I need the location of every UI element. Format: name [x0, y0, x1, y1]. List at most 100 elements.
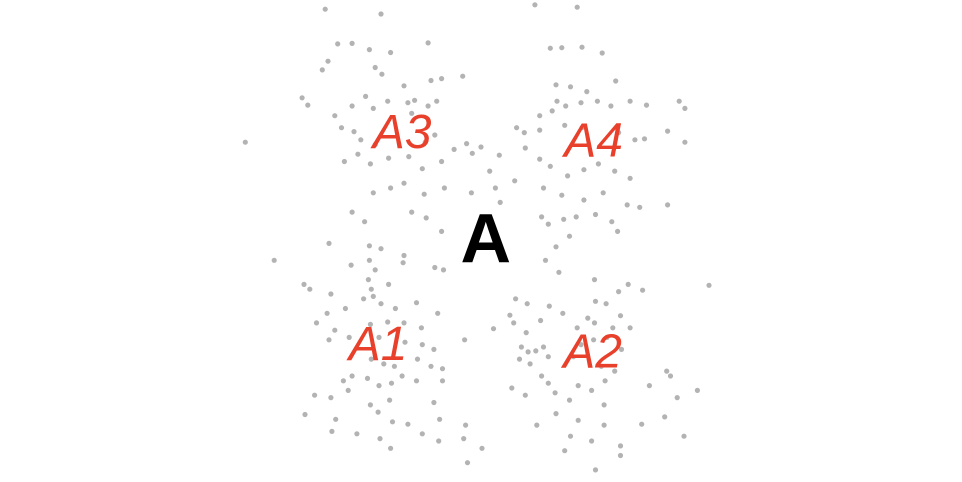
data-point: [385, 98, 391, 104]
data-point: [676, 98, 682, 104]
data-point: [578, 100, 584, 106]
data-point: [401, 180, 407, 186]
data-point: [565, 173, 571, 179]
data-point: [559, 192, 565, 198]
data-point: [325, 58, 331, 64]
data-point: [514, 125, 520, 131]
data-point: [313, 320, 320, 326]
data-point: [665, 202, 671, 208]
data-point: [563, 103, 569, 109]
data-point: [401, 252, 407, 259]
data-point: [431, 346, 437, 352]
data-point: [602, 378, 608, 384]
points-layer: [242, 2, 712, 473]
data-point: [372, 64, 378, 71]
data-point: [556, 269, 562, 275]
cluster-label-a2: A2: [560, 325, 622, 378]
data-point: [618, 346, 625, 352]
data-point: [322, 6, 328, 12]
data-point: [592, 211, 599, 218]
data-point: [388, 380, 395, 386]
data-point: [594, 98, 601, 104]
data-point: [328, 395, 334, 401]
data-point: [436, 438, 442, 444]
data-point: [545, 221, 551, 227]
data-point: [625, 281, 631, 287]
data-point: [349, 103, 355, 109]
data-point: [370, 190, 376, 196]
data-point: [627, 175, 633, 181]
data-point: [365, 277, 371, 283]
data-point: [388, 445, 394, 451]
data-point: [389, 419, 396, 425]
data-point: [370, 105, 376, 111]
data-point: [487, 168, 493, 174]
data-point: [346, 334, 352, 340]
data-point: [527, 361, 533, 367]
data-point: [422, 139, 428, 145]
data-point: [637, 204, 643, 210]
data-point: [706, 282, 712, 288]
data-point: [332, 327, 338, 333]
data-point: [328, 291, 334, 297]
data-point: [299, 95, 305, 101]
data-point: [428, 363, 434, 369]
data-point: [412, 97, 418, 103]
data-point: [402, 339, 408, 345]
data-point: [617, 313, 624, 319]
data-point: [319, 67, 325, 73]
data-point: [533, 348, 539, 354]
data-point: [434, 98, 440, 104]
data-point: [492, 185, 498, 191]
data-point: [616, 130, 622, 136]
data-point: [437, 416, 443, 422]
data-point: [401, 83, 407, 89]
data-point: [570, 354, 577, 360]
data-point: [464, 460, 471, 466]
data-point: [378, 11, 384, 17]
data-point: [545, 354, 551, 360]
data-point: [439, 366, 446, 372]
data-point: [507, 312, 513, 318]
data-point: [592, 298, 599, 304]
data-point: [613, 78, 619, 84]
data-point: [562, 448, 568, 454]
data-point: [674, 395, 680, 401]
data-point: [388, 49, 394, 56]
data-point: [497, 199, 503, 205]
data-point: [532, 2, 538, 8]
data-point: [682, 139, 688, 145]
data-point: [463, 422, 469, 428]
data-point: [627, 325, 633, 331]
data-point: [401, 320, 407, 326]
data-point: [340, 378, 346, 384]
data-point: [358, 137, 364, 143]
data-point: [439, 158, 445, 165]
data-point: [349, 40, 355, 47]
data-point: [338, 125, 345, 131]
data-point: [662, 414, 668, 420]
data-point: [524, 301, 530, 307]
data-point: [545, 380, 551, 386]
data-point: [368, 356, 374, 362]
data-point: [354, 431, 360, 437]
data-point: [624, 202, 630, 208]
data-point: [349, 209, 355, 215]
data-point: [522, 392, 528, 398]
data-point: [379, 71, 385, 77]
data-point: [547, 45, 553, 51]
data-point: [610, 325, 616, 331]
data-point: [608, 103, 614, 109]
data-point: [425, 40, 431, 46]
data-point: [341, 158, 347, 165]
data-point: [419, 431, 425, 437]
data-point: [581, 197, 587, 203]
data-point: [391, 363, 397, 369]
data-point: [392, 305, 398, 312]
data-point: [432, 264, 438, 271]
data-point: [349, 373, 355, 379]
data-point: [591, 277, 598, 283]
cluster-label-a3: A3: [370, 106, 432, 159]
